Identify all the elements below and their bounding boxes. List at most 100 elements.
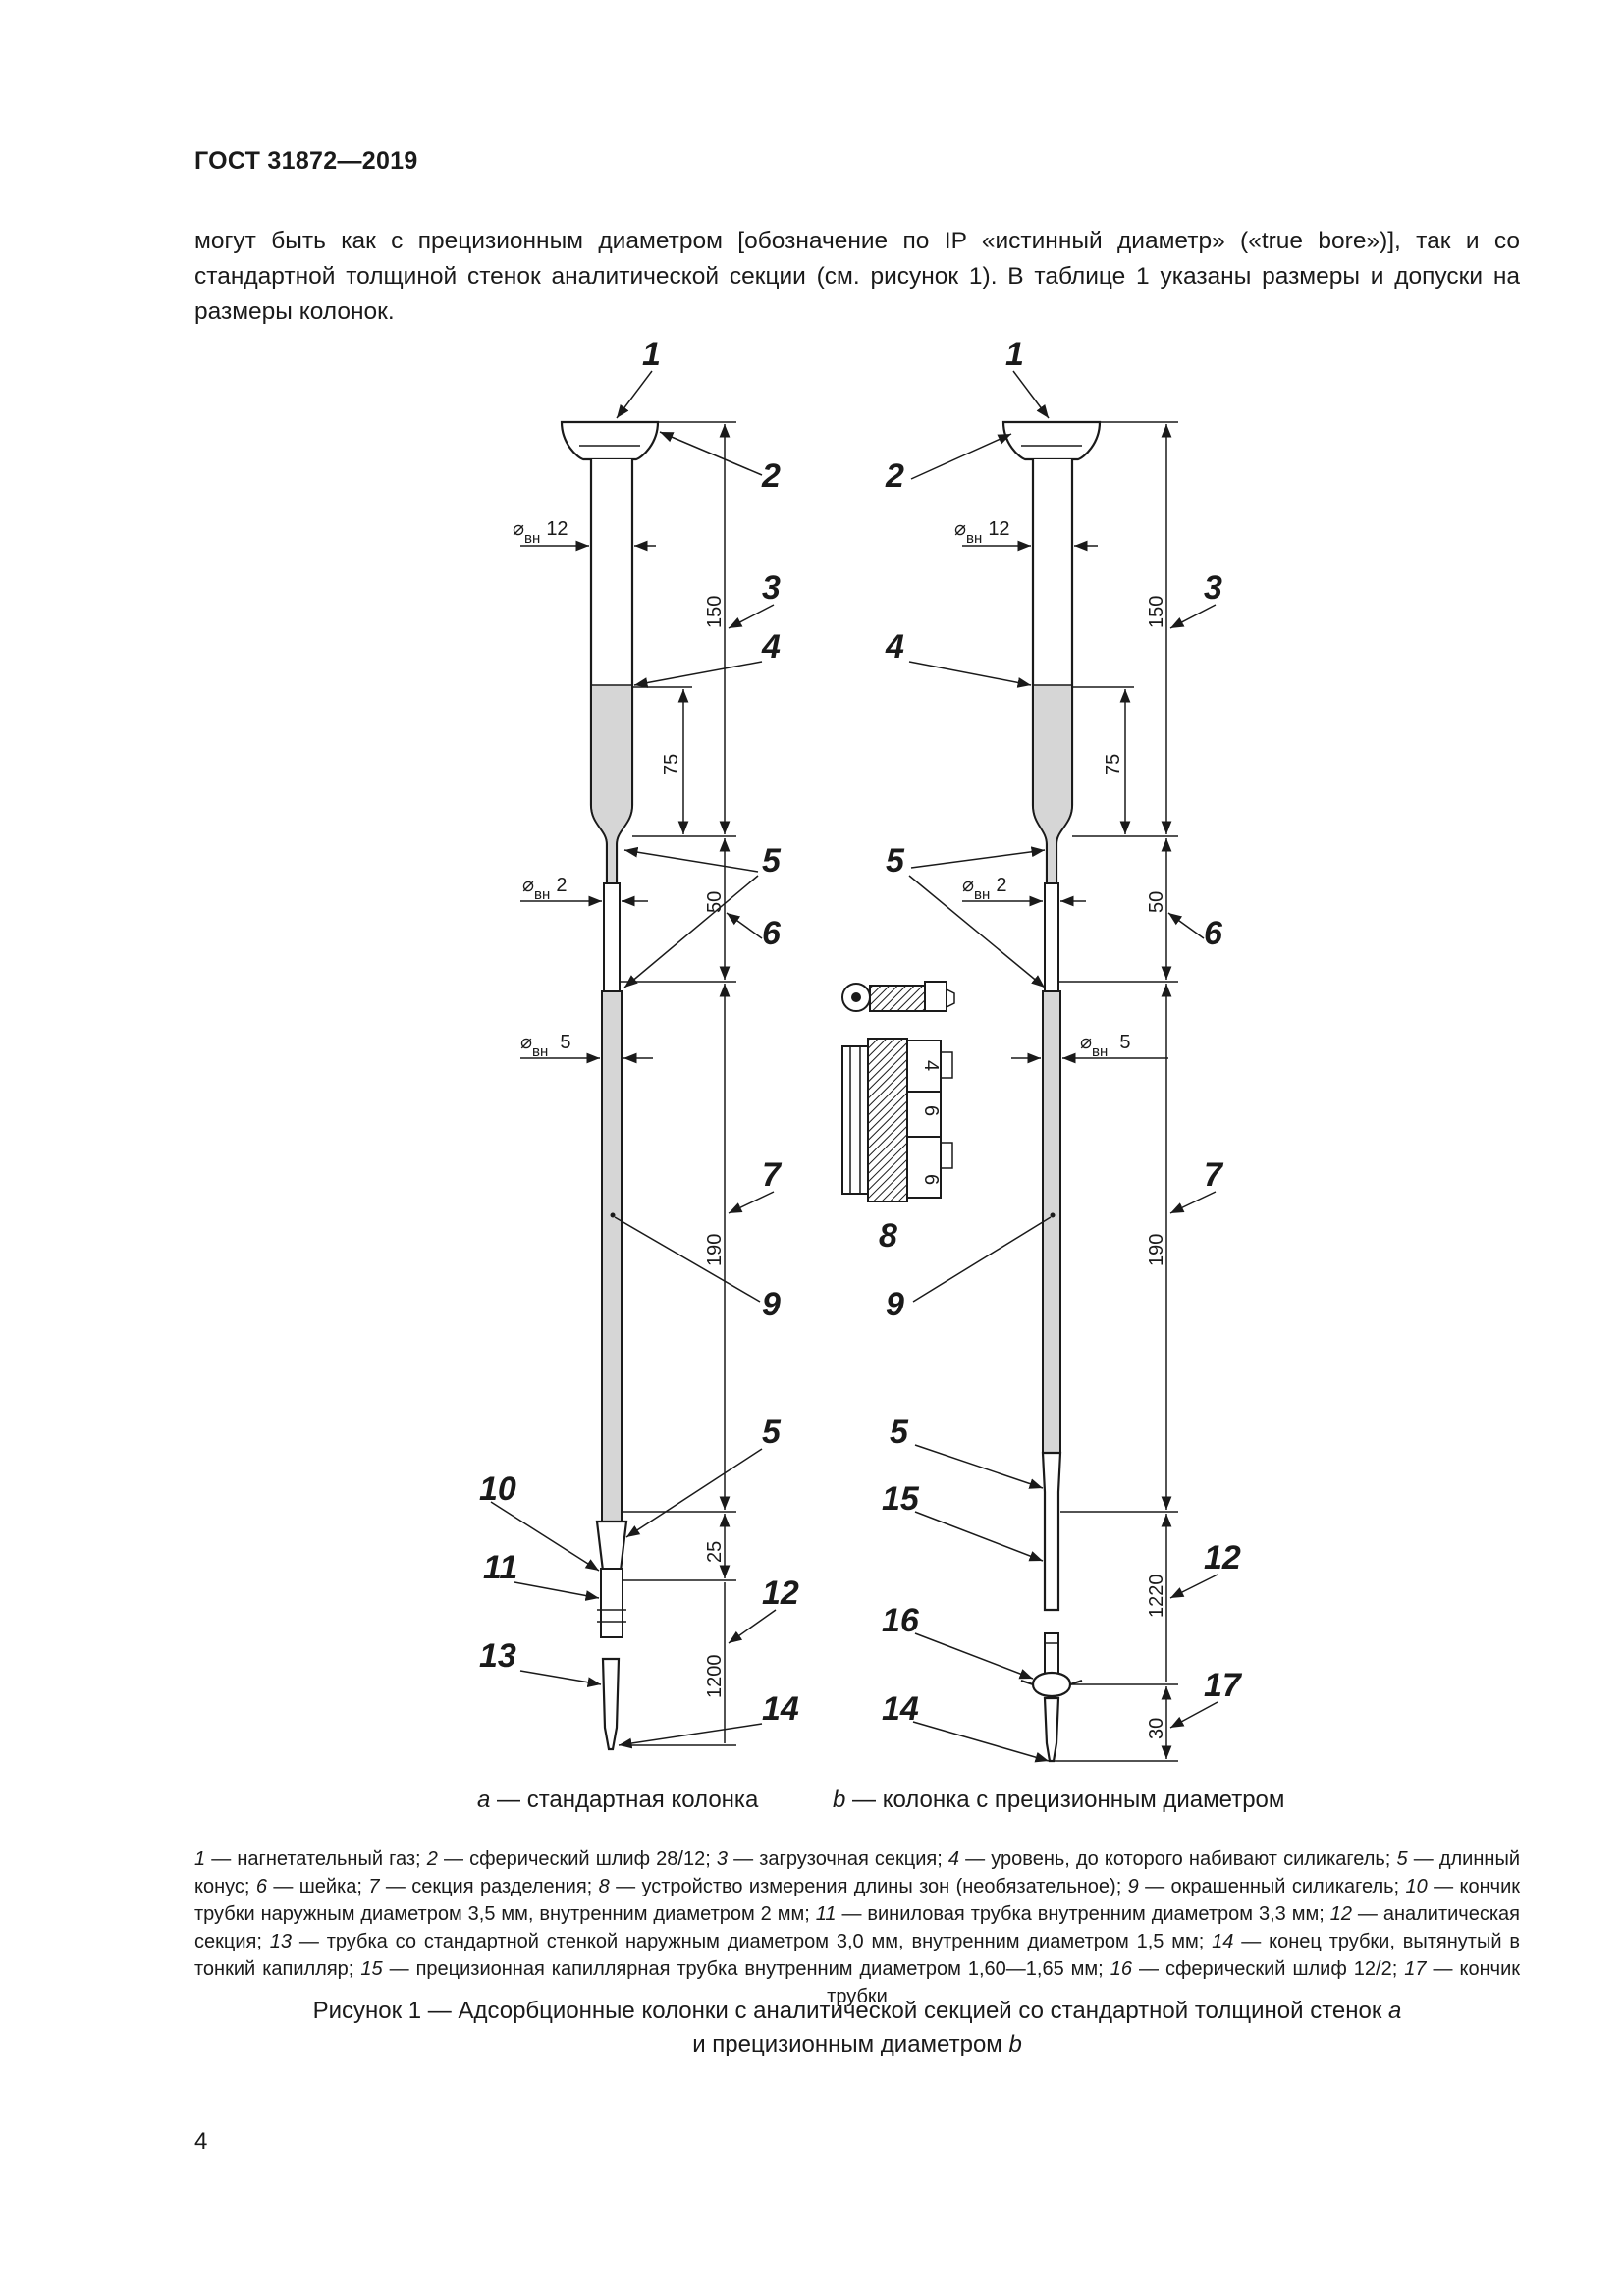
legend-item-number: 3	[716, 1848, 729, 1870]
legend-item-text: — секция разделения;	[379, 1876, 599, 1897]
label-b-17: 17	[1204, 1667, 1243, 1704]
figure-legend: 1 — нагнетательный газ; 2 — сферический …	[194, 1845, 1520, 2010]
dim-a-75: 75	[661, 754, 682, 775]
legend-item-number: 2	[426, 1848, 438, 1870]
label-a-9: 9	[762, 1286, 781, 1323]
label-a-12: 12	[762, 1575, 799, 1612]
label-a-1: 1	[642, 336, 661, 373]
column-a-ground-joint	[560, 420, 660, 461]
column-a-silica-gel	[592, 685, 631, 987]
label-a-7: 7	[762, 1156, 783, 1194]
legend-item-number: 7	[368, 1876, 380, 1897]
document-header: ГОСТ 31872—2019	[194, 147, 418, 175]
legend-item-text: — трубка со стандартной стенкой наружным…	[292, 1931, 1213, 1952]
label-a-5-bottom: 5	[762, 1414, 782, 1451]
label-b-5-top: 5	[886, 842, 905, 880]
legend-item-number: 1	[194, 1848, 206, 1870]
legend-item-text: — прецизионная капиллярная трубка внутре…	[382, 1958, 1110, 1980]
legend-item-text: — кончик трубки	[827, 1958, 1520, 2007]
dim-b-50: 50	[1146, 891, 1167, 913]
legend-item-text: — сферический шлиф 28/12;	[437, 1848, 717, 1870]
legend-item-number: 17	[1404, 1958, 1427, 1980]
legend-item-text: — длинный конус;	[194, 1848, 1520, 1897]
legend-item-number: 5	[1396, 1848, 1408, 1870]
column-b-separation-section	[1042, 990, 1061, 1454]
column-a	[560, 420, 660, 1751]
dim-b-190: 190	[1146, 1234, 1167, 1266]
caption-a: a — стандартная колонка	[477, 1787, 759, 1813]
column-b-ground-joint	[1001, 420, 1102, 461]
column-a-tube-tip	[595, 1520, 628, 1573]
label-b-9: 9	[886, 1286, 904, 1323]
ruler-mark-2: 6	[920, 1105, 942, 1116]
dim-a-150: 150	[704, 596, 726, 628]
label-b-1: 1	[1005, 336, 1024, 373]
intro-paragraph: могут быть как с прецизионным диаметром …	[194, 224, 1520, 330]
legend-text: 1 — нагнетательный газ; 2 — сферический …	[194, 1845, 1520, 2010]
column-a-separation-section	[601, 990, 623, 1522]
label-b-14: 14	[882, 1690, 919, 1728]
dim-a-25: 25	[704, 1541, 726, 1563]
legend-item-number: 8	[598, 1876, 610, 1897]
legend-item-text: — устройство измерения длины зон (необяз…	[609, 1876, 1128, 1897]
legend-item-text: — виниловая трубка внутренним диаметром …	[836, 1903, 1330, 1925]
legend-item-text: — нагнетательный газ;	[205, 1848, 427, 1870]
legend-item-number: 4	[947, 1848, 960, 1870]
column-b-neck	[1044, 882, 1059, 992]
dim-a-50: 50	[704, 891, 726, 913]
label-a-10: 10	[479, 1470, 516, 1508]
legend-item-number: 15	[360, 1958, 383, 1980]
label-a-13: 13	[479, 1637, 516, 1675]
zone-length-device: 4 6 6 8	[841, 981, 955, 1255]
label-b-4: 4	[885, 628, 904, 666]
page-number: 4	[194, 2128, 208, 2155]
legend-item-number: 9	[1127, 1876, 1139, 1897]
label-b-3: 3	[1204, 569, 1222, 607]
legend-item-number: 11	[815, 1903, 837, 1925]
label-a-2: 2	[761, 457, 781, 495]
label-b-2: 2	[885, 457, 904, 495]
column-b-precision-capillary	[1041, 1451, 1062, 1612]
label-a-6: 6	[762, 915, 782, 952]
label-b-16: 16	[882, 1602, 920, 1639]
label-b-15: 15	[882, 1480, 920, 1518]
column-a-vinyl-tube	[600, 1568, 623, 1638]
label-b-5-bottom: 5	[890, 1414, 909, 1451]
label-b-6: 6	[1204, 915, 1223, 952]
label-a-3: 3	[762, 569, 781, 607]
caption-b: b — колонка с прецизионным диаметром	[833, 1787, 1285, 1813]
column-b-labels: 1 2 3 4 5 6 7 9 5 15 12 16 17 14	[882, 336, 1243, 1763]
dim-a-1200: 1200	[704, 1655, 726, 1699]
legend-item-text: — окрашенный силикагель;	[1138, 1876, 1406, 1897]
dim-a-190: 190	[704, 1234, 726, 1266]
column-b-ground-joint-small	[1031, 1672, 1072, 1697]
label-a-4: 4	[761, 628, 781, 666]
legend-item-text: — сферический шлиф 12/2;	[1131, 1958, 1405, 1980]
column-a-neck	[603, 882, 621, 992]
legend-item-text: — загрузочная секция;	[728, 1848, 948, 1870]
ruler-mark-3: 6	[920, 1174, 942, 1185]
label-a-14: 14	[762, 1690, 799, 1728]
label-a-11: 11	[483, 1549, 517, 1586]
column-a-capillary	[601, 1657, 621, 1751]
legend-item-number: 10	[1405, 1876, 1428, 1897]
dim-b-30: 30	[1146, 1718, 1167, 1739]
legend-item-text: — аналитическая секция;	[194, 1903, 1520, 1952]
dim-b-150: 150	[1146, 596, 1167, 628]
figure-title: Рисунок 1 — Адсорбционные колонки с анал…	[312, 1998, 1402, 2057]
label-b-7: 7	[1204, 1156, 1224, 1194]
legend-item-text: — шейка;	[266, 1876, 369, 1897]
legend-item-number: 14	[1212, 1931, 1234, 1952]
ruler-mark-1: 4	[920, 1060, 942, 1071]
dim-b-75: 75	[1103, 754, 1124, 775]
legend-item-number: 16	[1110, 1958, 1132, 1980]
legend-item-number: 6	[255, 1876, 267, 1897]
column-b	[1001, 420, 1102, 1763]
